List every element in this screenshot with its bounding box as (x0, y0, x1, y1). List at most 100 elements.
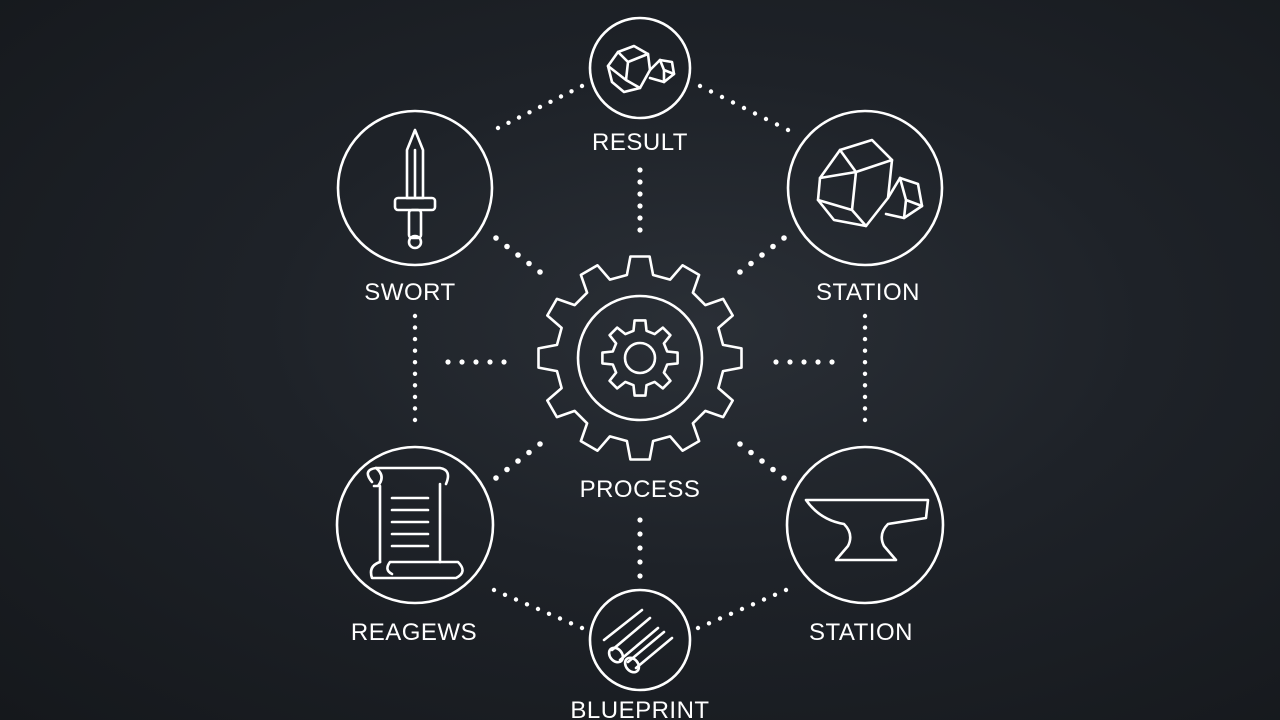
connector-dot (829, 359, 835, 365)
connector-dot (862, 313, 868, 319)
connector-dot (515, 458, 521, 464)
connector-dot (637, 203, 643, 209)
connector-dot (491, 587, 497, 593)
connector-dot (737, 269, 743, 275)
connector-dot (495, 125, 501, 131)
connector-dot (781, 235, 787, 241)
node-bottom: BLUEPRINT (570, 588, 709, 720)
connector-dot (568, 621, 574, 626)
connector-dot (862, 336, 868, 342)
connector-dot (515, 252, 521, 258)
connector-dot (487, 359, 493, 365)
connector-dot (569, 89, 574, 94)
connector-dot (527, 110, 532, 115)
connector-dot (719, 94, 725, 100)
node-lower-left: REAGEWS (335, 445, 495, 646)
connector-dot (504, 466, 510, 473)
node-top-label: RESULT (592, 129, 688, 156)
connector-dot (862, 371, 868, 376)
connector-dot (637, 559, 643, 565)
connector-dot (773, 359, 779, 365)
ore-rocks-icon (606, 44, 676, 94)
crystal-ore-icon (816, 138, 924, 228)
connector-dot (637, 215, 643, 221)
connector-dot (862, 394, 868, 400)
connector-dot (537, 441, 543, 447)
connector-dot (557, 616, 563, 621)
connector-dot (524, 602, 530, 607)
connector-dot (748, 260, 754, 267)
connector-dot (637, 167, 643, 173)
connector-dot (862, 383, 868, 388)
connector-dot (706, 621, 712, 626)
connector-dot (535, 606, 541, 612)
node-upper-right: STATION (786, 109, 944, 306)
connector-dot (412, 417, 418, 423)
connector-dot (785, 127, 791, 133)
connector-dot (412, 406, 418, 411)
connector-dot (770, 243, 776, 250)
node-bottom-label: BLUEPRINT (570, 697, 709, 720)
connector-dot (761, 597, 767, 602)
connector-dot (737, 441, 743, 447)
connector-dot (862, 348, 868, 353)
connector-dot (748, 449, 754, 456)
connector-dot (772, 592, 778, 597)
connector-dot (801, 359, 807, 365)
node-upper-right-label: STATION (816, 279, 920, 306)
connector-dot (741, 105, 747, 111)
connector-dot (537, 104, 543, 110)
node-upper-left: SWORT (336, 109, 494, 306)
connector-dot (862, 360, 868, 365)
connector-dot (558, 94, 564, 99)
connector-dot (759, 252, 765, 258)
connector-dot (501, 359, 507, 365)
connector-dot (526, 260, 532, 267)
connector-dot (506, 120, 511, 126)
connector-dot (739, 606, 745, 612)
connector-dot (697, 83, 703, 89)
connector-dot (412, 394, 418, 400)
connector-dot (513, 597, 519, 602)
connector-dot (759, 458, 765, 464)
center-gear-icon (537, 255, 743, 461)
sword-icon (393, 128, 437, 250)
connector-dot (752, 111, 758, 116)
connector-dot (412, 383, 418, 388)
connector-dot (412, 336, 418, 342)
connector-dot (862, 325, 868, 330)
anvil-icon (804, 498, 930, 562)
connector-dot (728, 611, 734, 616)
connector-dot (579, 625, 585, 631)
connector-dot (637, 191, 643, 197)
connector-dot (548, 99, 553, 105)
connector-dot (637, 517, 643, 523)
node-upper-left-label: SWORT (364, 279, 455, 306)
node-lower-left-label: REAGEWS (351, 619, 477, 646)
connector-dot (412, 360, 418, 365)
connector-dot (412, 325, 418, 330)
connector-dot (708, 89, 714, 94)
connectors (412, 83, 868, 631)
connector-dot (412, 313, 418, 319)
connector-dot (493, 475, 499, 481)
node-lower-right: STATION (785, 445, 945, 646)
connector-dot (637, 531, 643, 537)
connector-dot (862, 417, 868, 423)
connector-dot (546, 611, 552, 616)
connector-dot (815, 359, 821, 365)
connector-dot (412, 371, 418, 376)
connector-dot (770, 466, 776, 473)
center-label: PROCESS (580, 476, 701, 503)
connector-dot (493, 235, 499, 241)
connector-dot (637, 227, 643, 233)
connector-dot (637, 545, 643, 551)
node-top: RESULT (588, 16, 692, 156)
scroll-icon (366, 466, 464, 580)
connector-dot (763, 116, 769, 122)
connector-dot (504, 243, 510, 250)
connector-dot (730, 100, 736, 105)
node-lower-right-label: STATION (809, 619, 913, 646)
connector-dot (787, 359, 793, 365)
connector-dot (637, 573, 643, 579)
